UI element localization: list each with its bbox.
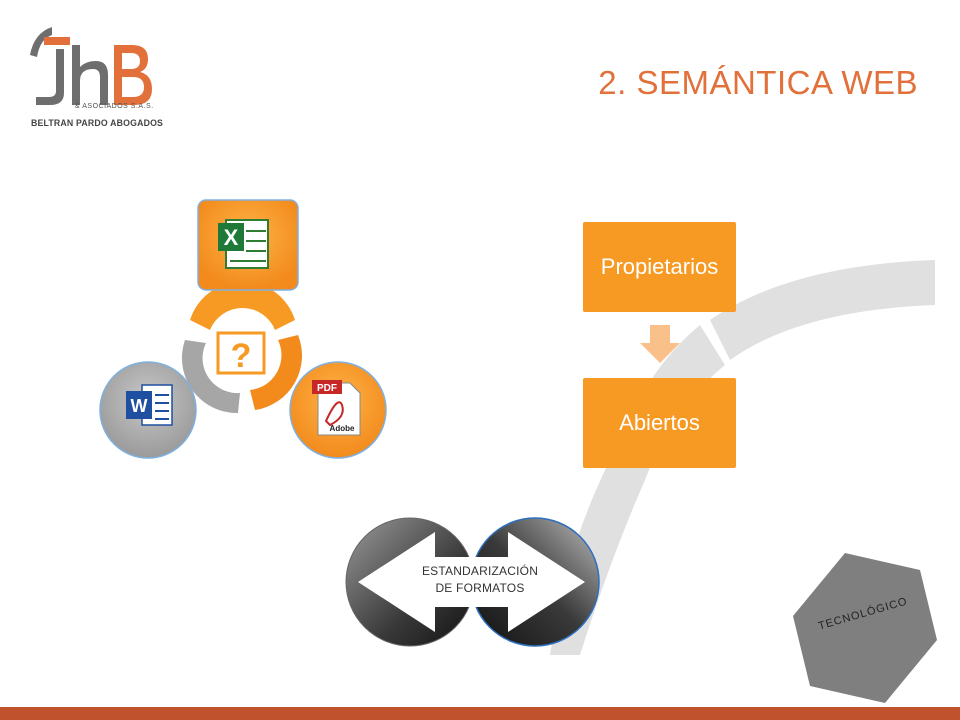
ring-segment-right	[250, 335, 302, 410]
standardization-line1: ESTANDARIZACIÓN	[421, 564, 539, 578]
svg-text:W: W	[131, 396, 148, 416]
ring-segment-top	[190, 281, 295, 330]
footer-bar	[0, 707, 960, 720]
process-step-abiertos: Abiertos	[583, 378, 736, 468]
process-step-propietarios: Propietarios	[583, 222, 736, 312]
logo-company-name: BELTRAN PARDO ABOGADOS	[31, 118, 164, 129]
pdf-node: PDF Adobe	[289, 361, 387, 459]
slide-title: 2. SEMÁNTICA WEB	[598, 64, 918, 101]
svg-text:Adobe: Adobe	[330, 424, 355, 433]
excel-icon: X	[218, 219, 269, 269]
question-mark: ?	[231, 337, 252, 375]
logo-subtitle: & ASOCIADOS S.A.S.	[75, 103, 154, 110]
double-arrow-icon	[358, 532, 585, 632]
word-icon: W	[126, 384, 173, 426]
svg-text:PDF: PDF	[317, 383, 337, 394]
standardization-label: ESTANDARIZACIÓN DE FORMATOS	[405, 563, 555, 597]
ring-segment-left	[181, 340, 240, 414]
excel-node: X	[197, 199, 299, 291]
pdf-icon: PDF Adobe	[312, 380, 361, 436]
format-cycle-diagram: ? X PDF Adobe W	[99, 199, 387, 459]
tecnologico-hexagon	[793, 553, 937, 703]
company-logo	[30, 27, 152, 105]
standardization-line2: DE FORMATOS	[435, 581, 525, 595]
svg-text:X: X	[224, 225, 239, 250]
standardization-diagram	[345, 517, 600, 647]
word-node: W	[99, 361, 197, 459]
question-icon: ?	[216, 331, 266, 375]
down-arrow-icon	[640, 325, 680, 363]
